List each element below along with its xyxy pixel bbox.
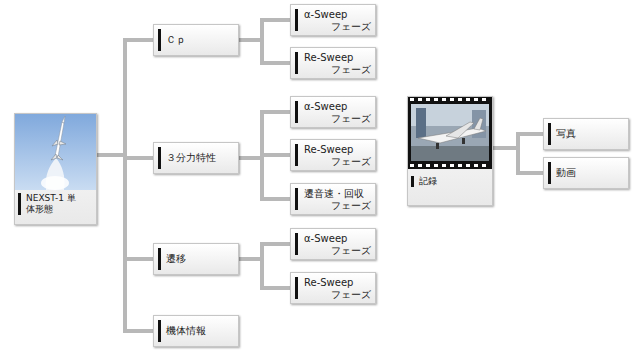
node-label: Ｃｐ xyxy=(166,34,186,46)
label-bar: 記録 xyxy=(411,176,488,187)
node-label: 写真 xyxy=(556,128,576,140)
phase-label: Re-Sweep xyxy=(304,277,371,289)
node-label: NEXST-1 単体形態 xyxy=(26,193,76,215)
label-bar: 遷音速・回収フェーズ xyxy=(295,188,371,210)
node-label: ３分力特性 xyxy=(166,152,216,164)
connector-line xyxy=(97,40,153,155)
phase-label: フェーズ xyxy=(304,113,371,125)
phase-box: Re-Sweepフェーズ xyxy=(290,47,376,79)
category-box: 動画 xyxy=(543,157,629,189)
node-label: 機体情報 xyxy=(166,325,206,337)
label-bar: ３分力特性 xyxy=(158,147,234,169)
phase-label: フェーズ xyxy=(304,156,371,168)
phase-box: α-Sweepフェーズ xyxy=(290,4,376,36)
label-bar: 遷移 xyxy=(158,248,234,270)
label-bar: 動画 xyxy=(548,162,624,184)
category-box: Ｃｐ xyxy=(153,24,239,56)
phase-label: フェーズ xyxy=(304,289,371,301)
category-box: 機体情報 xyxy=(153,315,239,347)
phase-label: α-Sweep xyxy=(304,233,371,245)
phase-label: α-Sweep xyxy=(304,9,371,21)
category-box: ３分力特性 xyxy=(153,142,239,174)
rocket-photo xyxy=(14,113,97,225)
label-bar: α-Sweepフェーズ xyxy=(295,9,371,31)
phase-label: フェーズ xyxy=(304,64,371,76)
node-label: 動画 xyxy=(556,167,576,179)
label-bar: Ｃｐ xyxy=(158,29,234,51)
connector-line xyxy=(97,155,153,331)
node-label: 記録 xyxy=(419,176,469,187)
connector-line xyxy=(493,134,543,148)
connector-line xyxy=(493,148,543,173)
photo-box: 記録 xyxy=(407,96,493,206)
phase-label: 遷音速・回収 xyxy=(304,188,371,200)
phase-box: Re-Sweepフェーズ xyxy=(290,139,376,171)
node-label: 遷移 xyxy=(166,253,186,265)
phase-label: フェーズ xyxy=(304,200,371,212)
label-bar: α-Sweepフェーズ xyxy=(295,233,371,255)
connector-line xyxy=(239,20,290,40)
phase-box: α-Sweepフェーズ xyxy=(290,228,376,260)
connector-line xyxy=(239,259,290,288)
connector-line xyxy=(239,112,290,158)
phase-label: フェーズ xyxy=(304,245,371,257)
label-bar: α-Sweepフェーズ xyxy=(295,101,371,123)
label-bar: Re-Sweepフェーズ xyxy=(295,277,371,299)
phase-box: Re-Sweepフェーズ xyxy=(290,272,376,304)
phase-label: α-Sweep xyxy=(304,101,371,113)
phase-label: フェーズ xyxy=(304,21,371,33)
phase-box: α-Sweepフェーズ xyxy=(290,96,376,128)
connector-line xyxy=(239,244,290,259)
label-bar: Re-Sweepフェーズ xyxy=(295,52,371,74)
connector-line xyxy=(239,158,290,199)
category-box: 遷移 xyxy=(153,243,239,275)
phase-box: 遷音速・回収フェーズ xyxy=(290,183,376,215)
phase-label: Re-Sweep xyxy=(304,52,371,64)
label-bar: Re-Sweepフェーズ xyxy=(295,144,371,166)
label-bar: NEXST-1 単体形態 xyxy=(18,193,92,215)
photo-box: NEXST-1 単体形態 xyxy=(14,113,97,225)
label-bar: 機体情報 xyxy=(158,320,234,342)
phase-label: Re-Sweep xyxy=(304,144,371,156)
film-photo xyxy=(407,96,493,206)
category-box: 写真 xyxy=(543,118,629,150)
connector-line xyxy=(239,40,290,63)
label-bar: 写真 xyxy=(548,123,624,145)
